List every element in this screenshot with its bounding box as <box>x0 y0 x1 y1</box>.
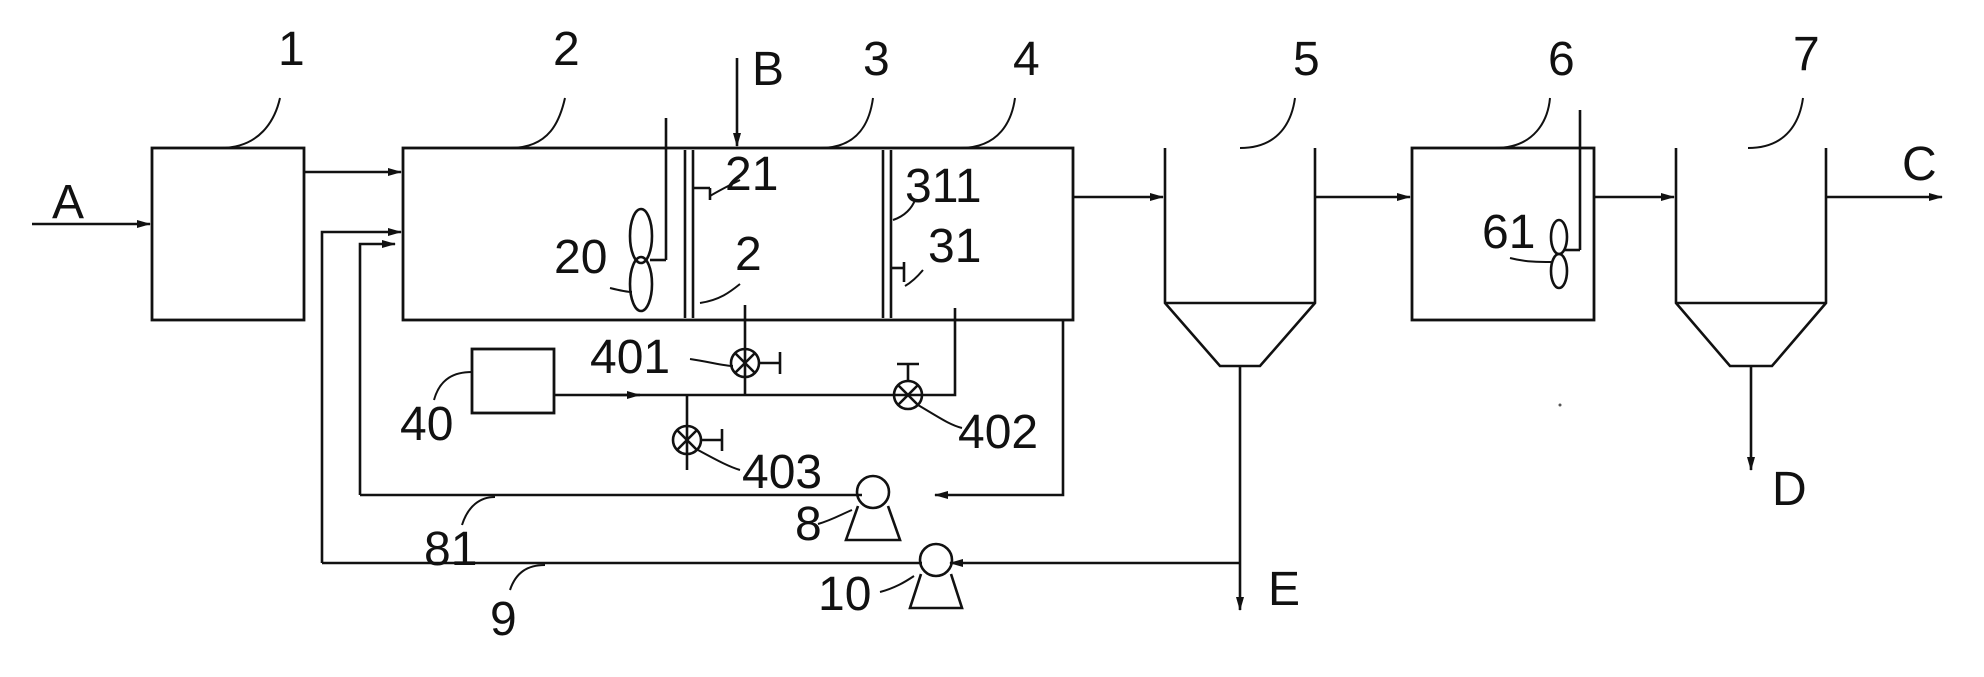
sedimentation-tank <box>1163 148 1317 368</box>
valve-401-icon <box>729 347 782 379</box>
pretreatment-tank <box>150 146 306 322</box>
label-20: 20 <box>554 231 607 284</box>
return-line-9 <box>320 228 1240 567</box>
label-311: 311 <box>905 160 982 213</box>
label-403: 403 <box>742 446 822 499</box>
label-81: 81 <box>424 523 477 576</box>
label-1: 1 <box>278 23 305 76</box>
label-stream-a: A <box>52 176 84 229</box>
valve-403-icon <box>671 424 724 456</box>
dosing-tank-40 <box>470 347 556 415</box>
label-4: 4 <box>1013 33 1040 86</box>
label-stream-d: D <box>1772 463 1807 516</box>
recycle-line-81 <box>358 240 1065 499</box>
dosing-distribution-lines <box>554 305 957 470</box>
label-402: 402 <box>958 406 1038 459</box>
valve-402-icon <box>892 362 924 411</box>
baffle-21 <box>693 186 712 200</box>
partition-2 <box>683 150 695 318</box>
reactor-tank-2-3-4 <box>401 146 1075 322</box>
label-9: 9 <box>490 593 517 646</box>
stray-dot <box>1558 403 1562 407</box>
partition-311 <box>881 150 893 318</box>
baffle-31 <box>891 262 906 282</box>
label-2-partition: 2 <box>735 228 762 281</box>
label-2-tank: 2 <box>553 23 580 76</box>
reaction-tank <box>1410 146 1596 322</box>
pump-10-icon <box>908 542 964 610</box>
label-10: 10 <box>818 568 871 621</box>
leader-lines <box>219 97 1804 593</box>
label-21: 21 <box>725 148 778 201</box>
label-61: 61 <box>1482 206 1535 259</box>
clarifier-tank <box>1674 148 1828 368</box>
label-7: 7 <box>1793 28 1820 81</box>
label-stream-b: B <box>752 43 784 96</box>
pump-8-icon <box>844 474 902 542</box>
label-5: 5 <box>1293 33 1320 86</box>
label-6: 6 <box>1548 33 1575 86</box>
label-401: 401 <box>590 331 670 384</box>
stirrer-20-icon <box>628 118 668 313</box>
label-stream-c: C <box>1902 138 1937 191</box>
label-stream-e: E <box>1268 563 1300 616</box>
stirrer-61-icon <box>1549 110 1582 290</box>
label-8: 8 <box>795 498 822 551</box>
label-3: 3 <box>863 33 890 86</box>
label-40: 40 <box>400 398 453 451</box>
label-31: 31 <box>928 220 981 273</box>
